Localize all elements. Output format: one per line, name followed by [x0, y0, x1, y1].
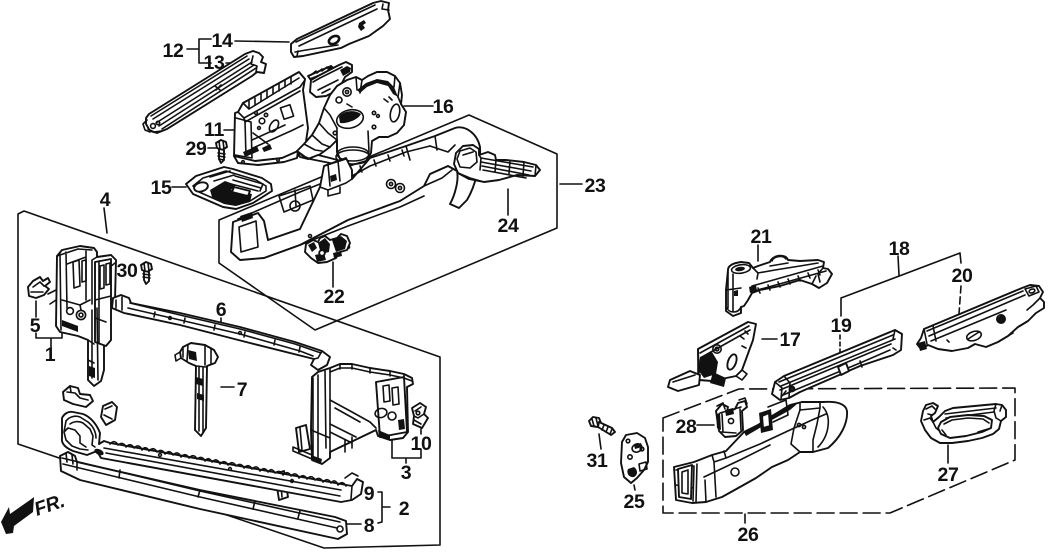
svg-text:25: 25: [623, 491, 645, 513]
svg-text:12: 12: [162, 40, 184, 62]
svg-text:4: 4: [100, 189, 111, 211]
svg-text:28: 28: [675, 416, 697, 438]
svg-text:21: 21: [750, 226, 772, 248]
svg-text:27: 27: [937, 464, 958, 486]
svg-text:8: 8: [364, 515, 375, 537]
svg-text:22: 22: [323, 286, 345, 308]
svg-text:29: 29: [185, 138, 207, 160]
svg-text:20: 20: [951, 265, 973, 287]
svg-text:3: 3: [401, 462, 412, 484]
svg-text:7: 7: [237, 379, 248, 401]
svg-text:16: 16: [432, 96, 454, 118]
svg-text:5: 5: [30, 315, 41, 337]
svg-text:31: 31: [586, 450, 608, 472]
svg-text:17: 17: [779, 329, 800, 351]
svg-text:30: 30: [116, 260, 138, 282]
svg-text:14: 14: [211, 30, 233, 52]
svg-text:24: 24: [497, 215, 519, 237]
svg-text:6: 6: [216, 299, 227, 321]
svg-text:19: 19: [830, 315, 852, 337]
svg-text:9: 9: [364, 483, 375, 505]
svg-text:2: 2: [399, 498, 410, 520]
svg-text:18: 18: [888, 238, 910, 260]
svg-text:15: 15: [150, 177, 172, 199]
svg-text:23: 23: [584, 175, 606, 197]
svg-text:10: 10: [410, 433, 432, 455]
svg-text:13: 13: [203, 52, 225, 74]
svg-text:1: 1: [45, 344, 56, 366]
svg-text:11: 11: [204, 119, 224, 141]
svg-text:26: 26: [737, 524, 759, 546]
